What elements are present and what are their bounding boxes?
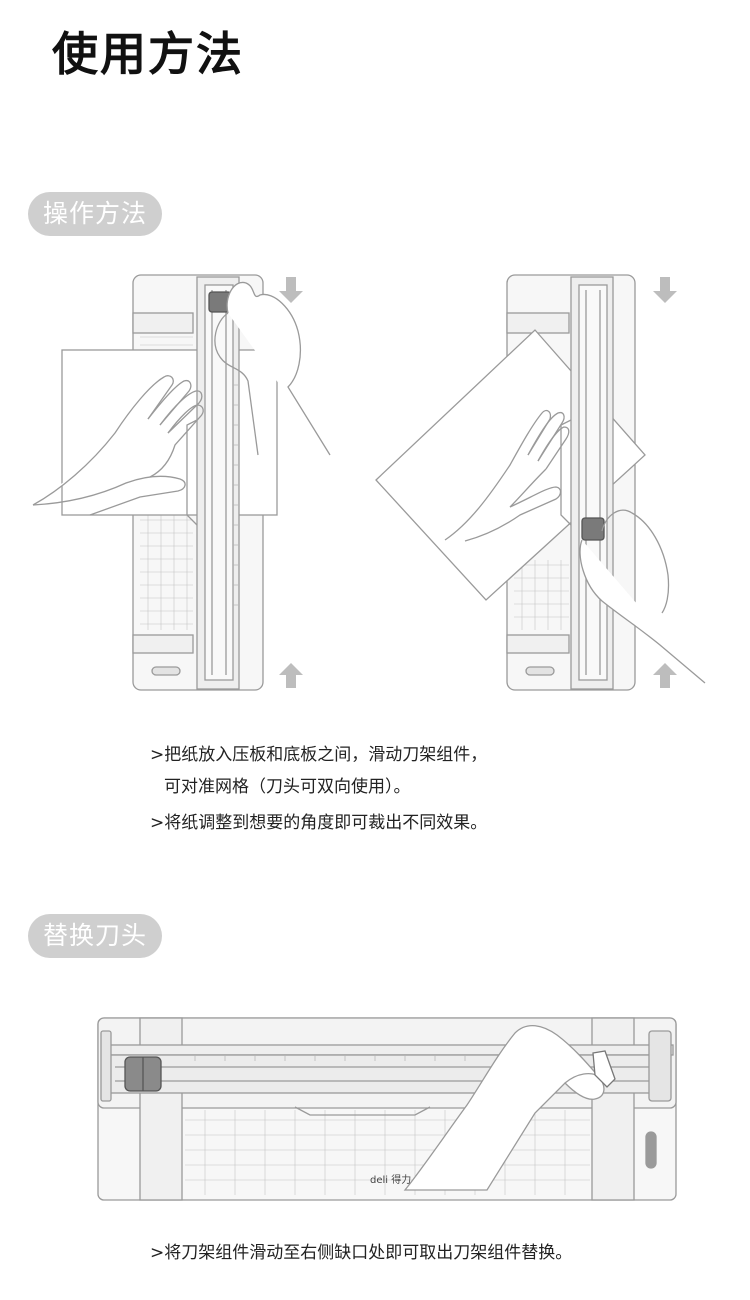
instruction-line: >将纸调整到想要的角度即可裁出不同效果。: [150, 813, 488, 833]
section-label-operation: 操作方法: [28, 192, 162, 236]
instruction-line: >把纸放入压板和底板之间，滑动刀架组件，: [150, 745, 488, 765]
illustration-replace-blade: deli 得力: [97, 1017, 677, 1201]
illustration-angled-cut: [375, 274, 706, 691]
page-title: 使用方法: [52, 27, 244, 81]
instruction-line: >将刀架组件滑动至右侧缺口处即可取出刀架组件替换。: [150, 1243, 573, 1263]
instruction-line: 可对准网格（刀头可双向使用）。: [164, 777, 411, 797]
section-label-replace-blade: 替换刀头: [28, 914, 162, 958]
brand-text: deli 得力: [370, 1173, 411, 1186]
illustration-straight-cut: [32, 274, 331, 691]
